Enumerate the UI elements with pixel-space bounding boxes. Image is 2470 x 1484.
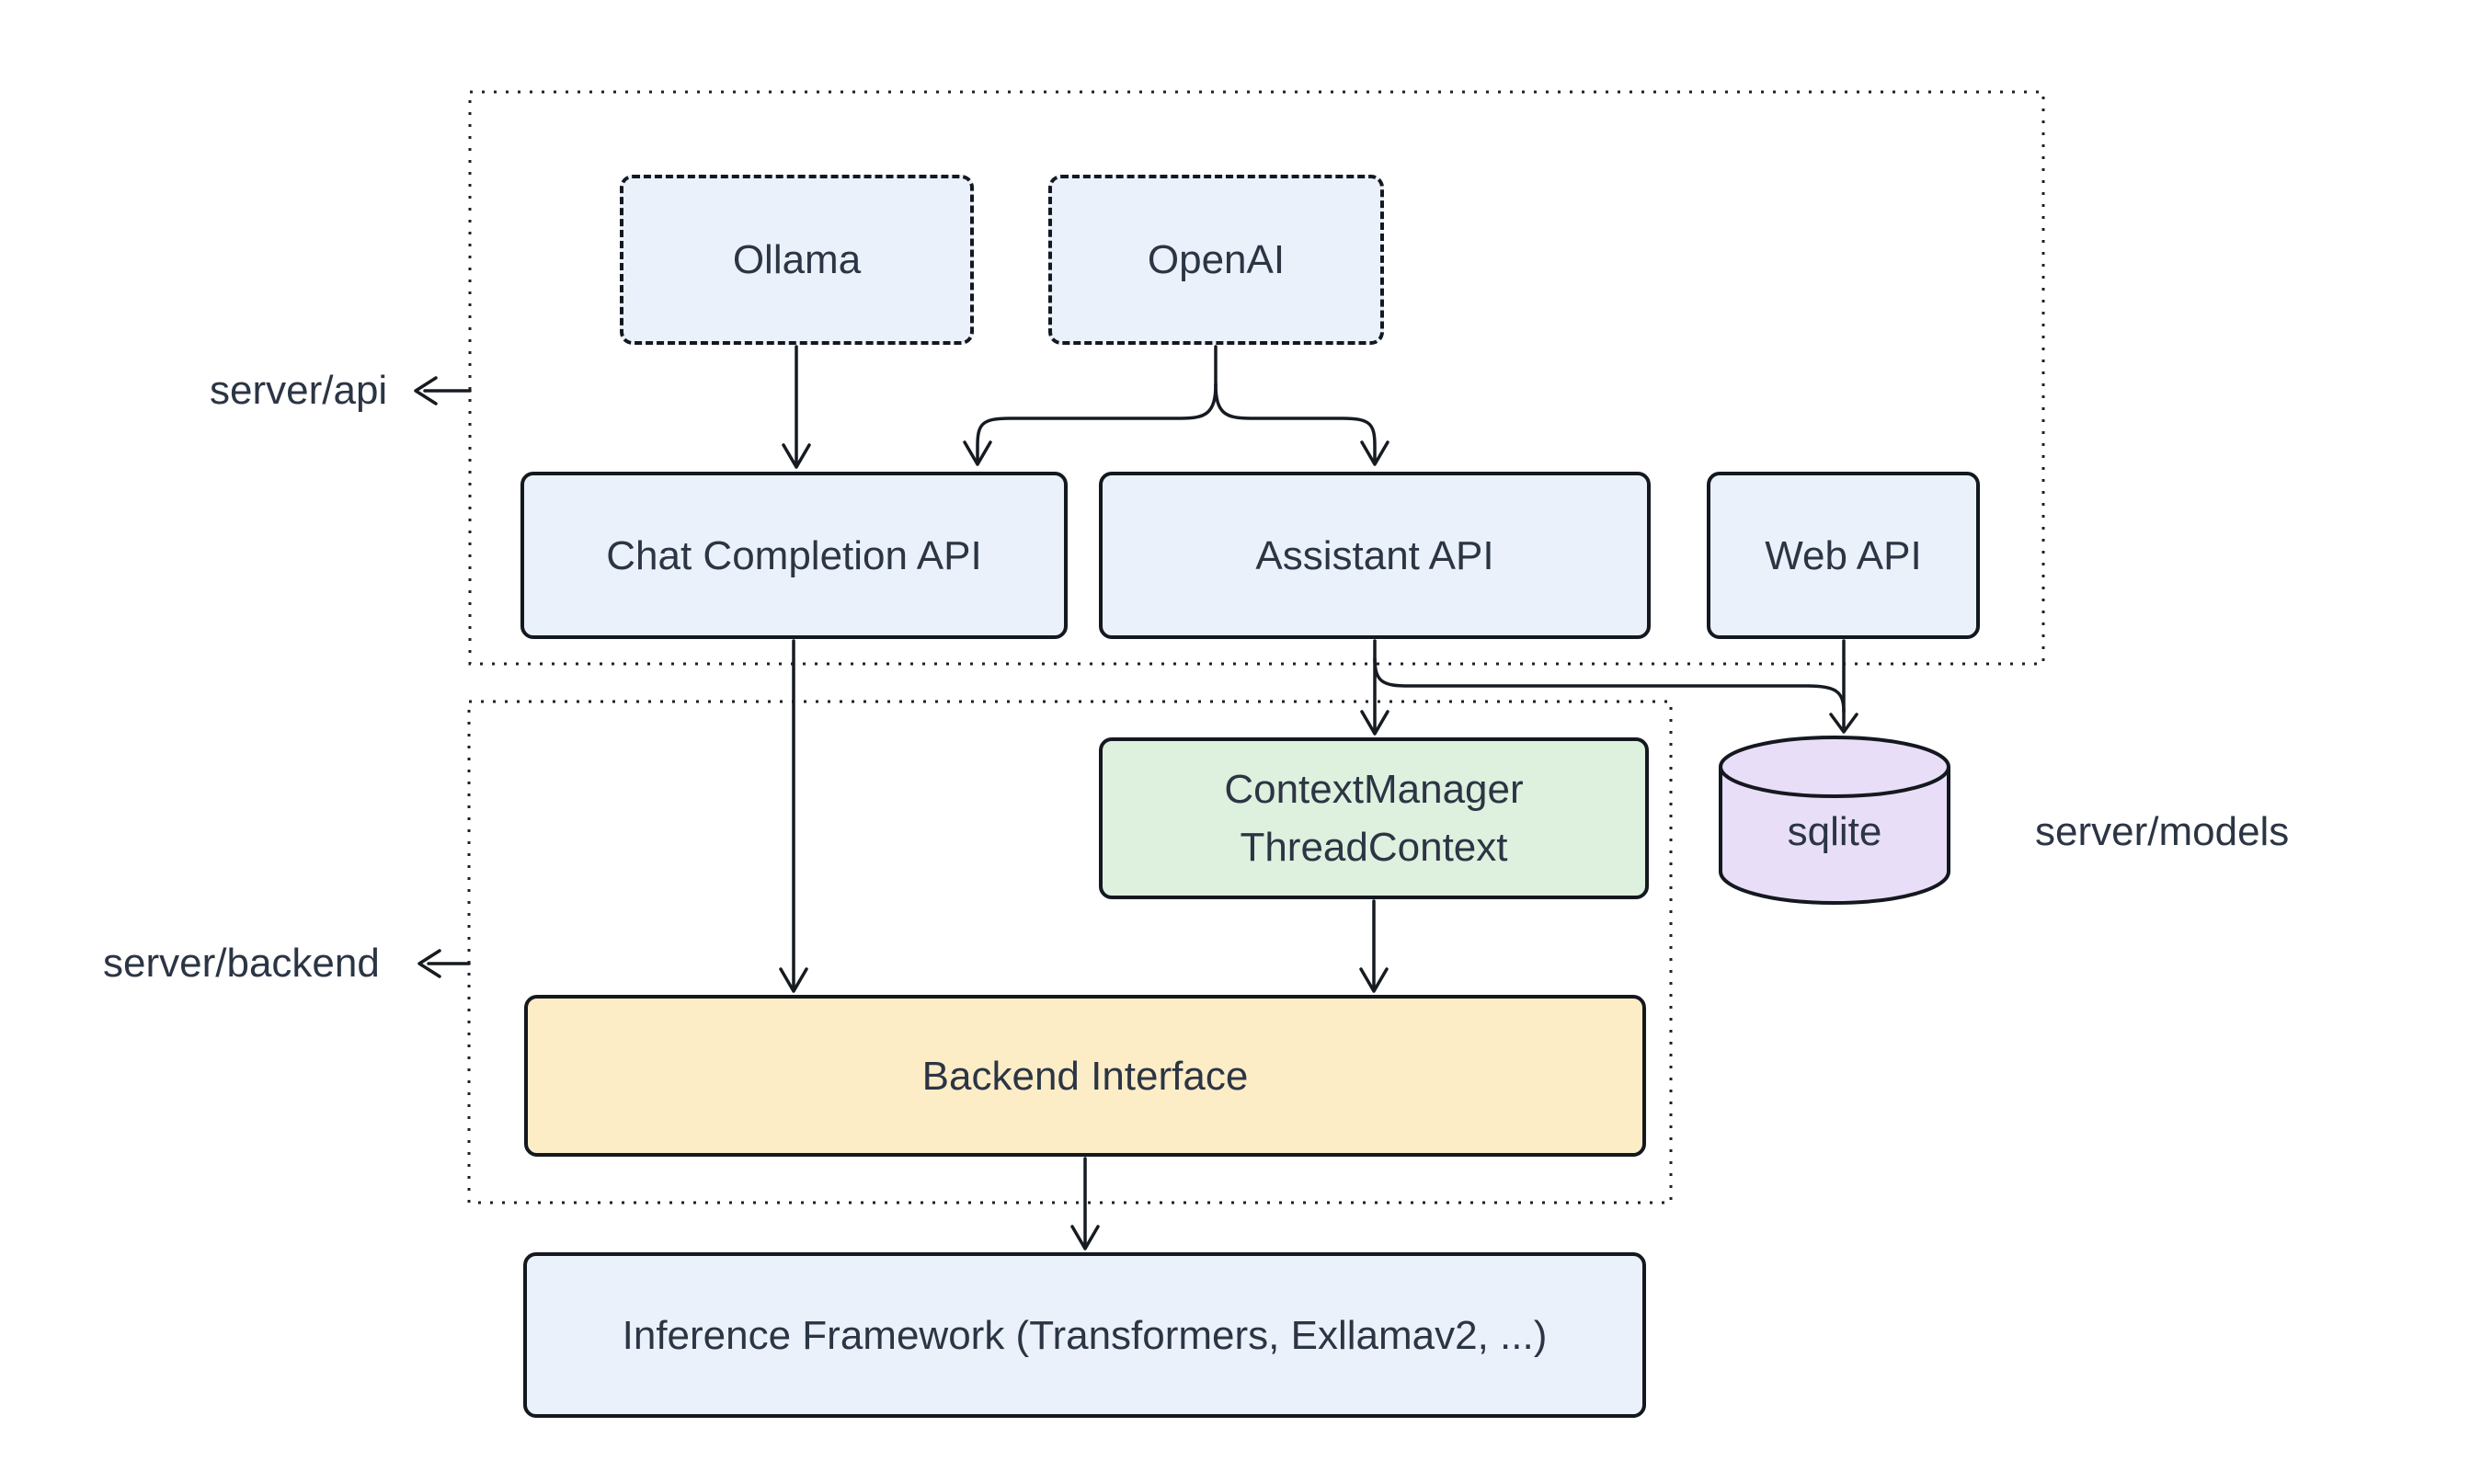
node-assistant-api: Assistant API (1099, 472, 1651, 639)
arrowhead (417, 949, 441, 978)
arrowhead (1070, 1225, 1100, 1250)
arrowhead (1829, 713, 1858, 734)
node-openai: OpenAI (1048, 175, 1384, 345)
context-manager-line2: ThreadContext (1240, 825, 1508, 870)
node-assistant-api-label: Assistant API (1255, 532, 1494, 578)
node-inference-framework: Inference Framework (Transformers, Exlla… (523, 1252, 1646, 1418)
context-manager-line1: ContextManager (1224, 767, 1524, 812)
node-web-api-label: Web API (1765, 532, 1922, 578)
node-chat-completion-api-label: Chat Completion API (606, 532, 982, 578)
diagram-edges (414, 345, 1858, 1250)
arrowhead (779, 967, 808, 993)
node-inference-framework-label: Inference Framework (Transformers, Exlla… (622, 1312, 1548, 1358)
arrowhead (414, 376, 438, 405)
node-chat-completion-api: Chat Completion API (520, 472, 1068, 639)
node-context-manager: ContextManager ThreadContext (1099, 737, 1649, 899)
node-web-api: Web API (1707, 472, 1980, 639)
node-ollama-label: Ollama (732, 237, 862, 282)
container-server-api (468, 90, 2045, 666)
label-server-api: server/api (210, 368, 388, 413)
label-server-backend: server/backend (103, 941, 380, 986)
arrowhead (782, 443, 811, 469)
label-server-models: server/models (2035, 809, 2290, 854)
edge-assistant-sqlite (1373, 656, 1846, 713)
arrowhead (963, 440, 992, 466)
node-context-manager-label: ContextManager ThreadContext (1224, 764, 1523, 873)
node-backend-interface-label: Backend Interface (921, 1053, 1249, 1099)
edge-openai-chat (976, 382, 1218, 462)
arrowhead (1360, 440, 1389, 466)
arrowhead (1360, 710, 1389, 736)
node-openai-label: OpenAI (1147, 237, 1286, 282)
database-cylinder (1719, 736, 1950, 905)
node-ollama: Ollama (620, 175, 974, 345)
node-backend-interface: Backend Interface (524, 995, 1646, 1157)
label-sqlite: sqlite (1787, 809, 1882, 854)
edge-openai-assistant (1214, 382, 1377, 462)
arrowhead (1359, 967, 1389, 993)
